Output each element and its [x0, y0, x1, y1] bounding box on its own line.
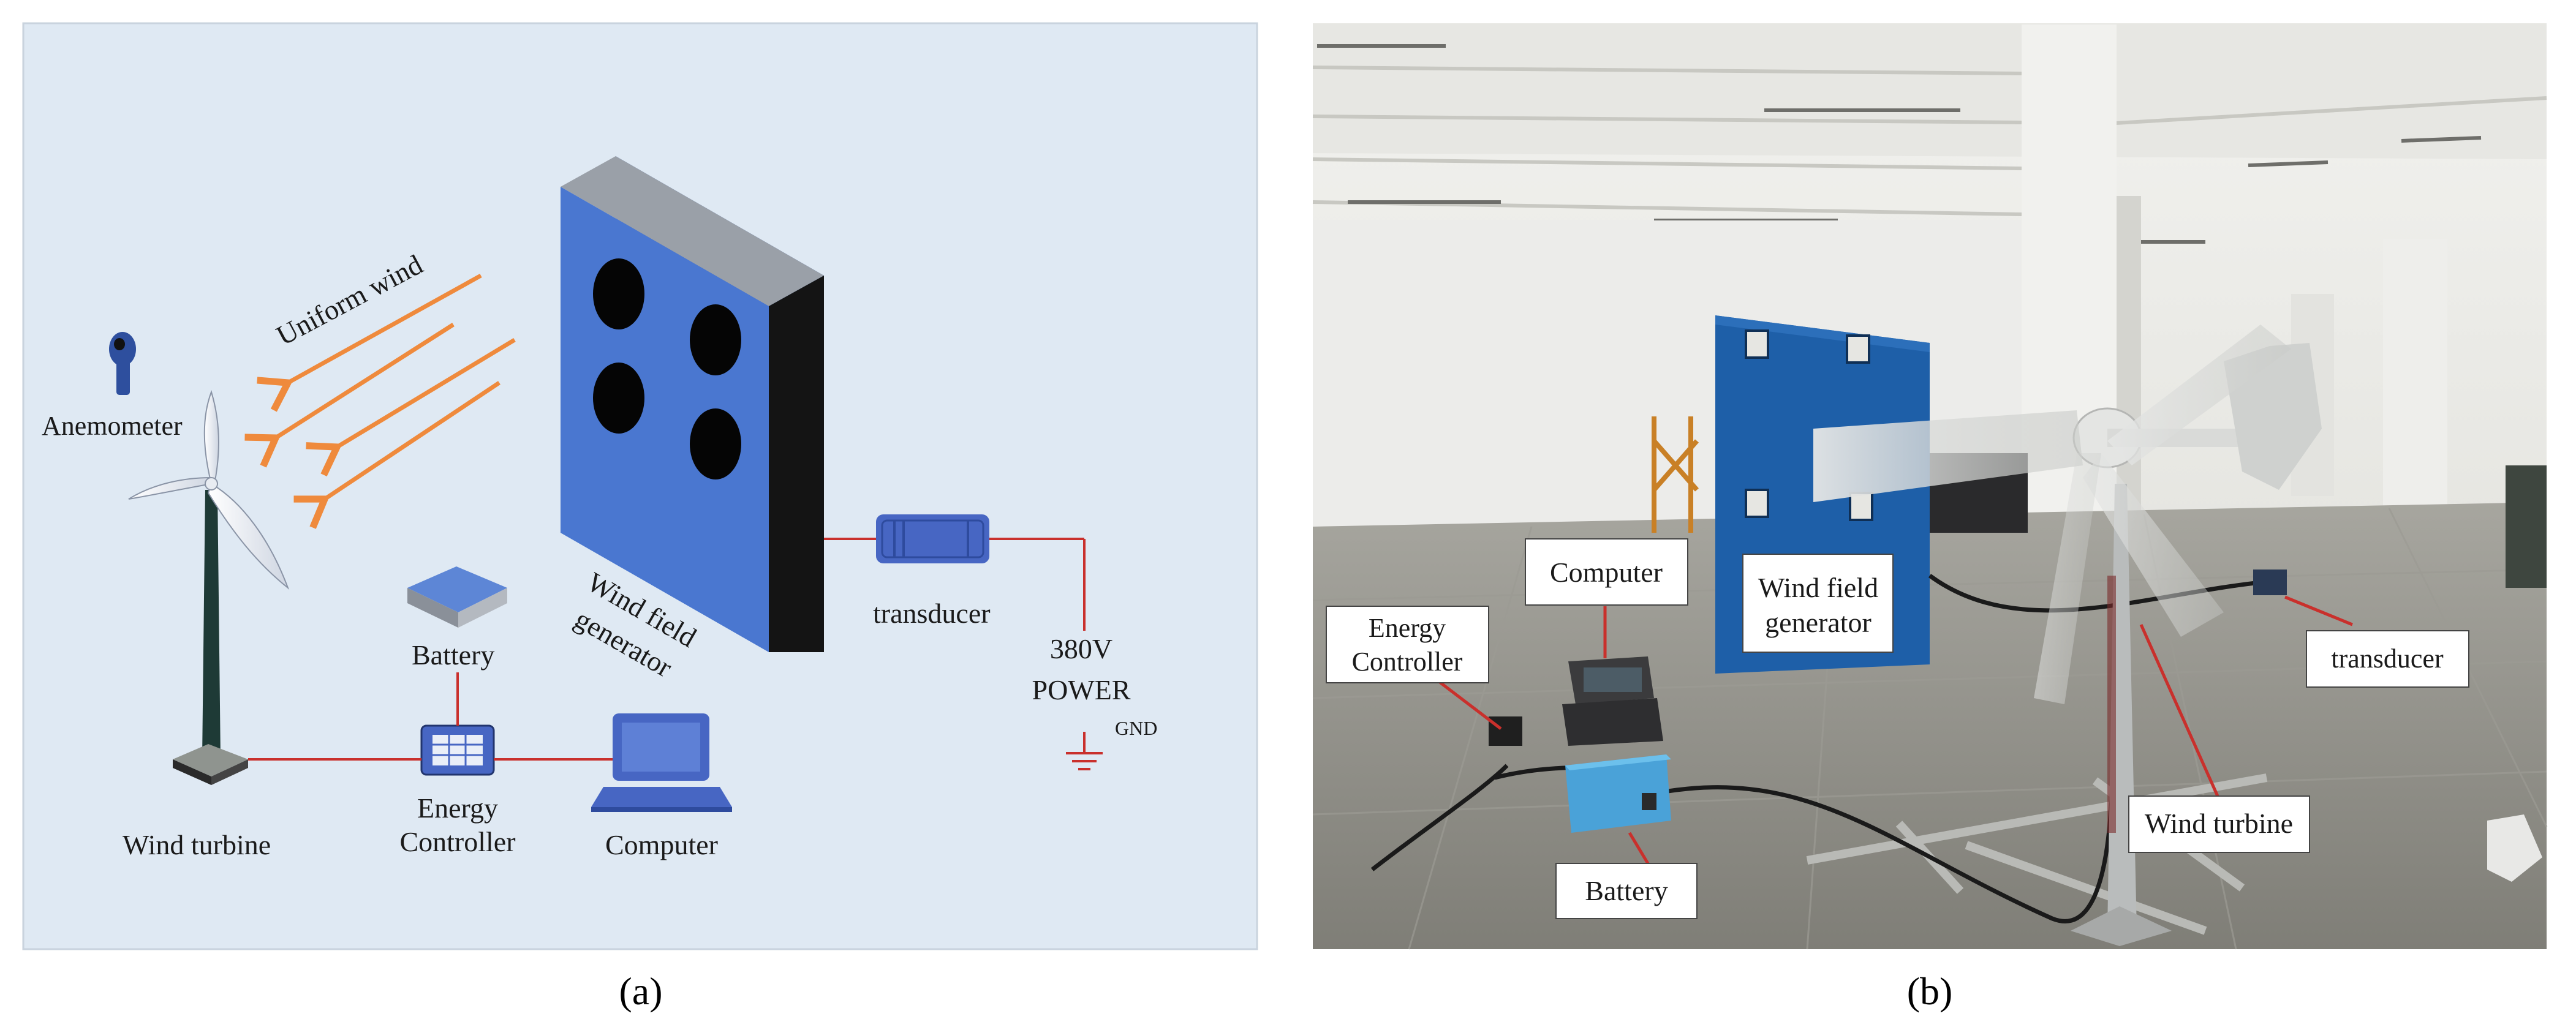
- wiring: [248, 538, 1103, 770]
- computer-icon: [591, 713, 732, 812]
- energy-controller-label-1: Energy: [417, 792, 498, 824]
- photo-label-computer: Computer: [1550, 557, 1663, 588]
- caption-b: (b): [1907, 969, 1953, 1013]
- wind-field-generator: [561, 156, 824, 652]
- transducer-icon: [876, 514, 989, 563]
- photo-label-energy-1: Energy: [1369, 613, 1446, 643]
- photo-label-wfg-1: Wind field: [1758, 572, 1878, 603]
- photo-wind-turbine: [1813, 325, 2322, 946]
- photo-battery: [1565, 754, 1671, 833]
- energy-controller-icon: [420, 724, 495, 776]
- transducer-label: transducer: [873, 598, 991, 629]
- photo-label-wind-turbine: Wind turbine: [2145, 808, 2293, 839]
- photo-labels: Computer Energy Controller Wind field ge…: [1326, 538, 2469, 919]
- photo-label-wfg-2: generator: [1765, 607, 1872, 638]
- photo-energy-controller: [1489, 716, 1522, 746]
- battery-icon: [407, 566, 507, 628]
- panel-a-schematic: Wind field generator Uniform wind Anemom…: [22, 22, 1258, 950]
- photo-label-energy-2: Controller: [1352, 647, 1463, 677]
- energy-controller-label-2: Controller: [399, 826, 515, 857]
- photo-label-transducer: transducer: [2331, 644, 2444, 674]
- uniform-wind-arrows: [244, 273, 516, 529]
- gnd-label: GND: [1115, 717, 1157, 739]
- caption-a: (a): [619, 969, 662, 1013]
- panel-b-photo: Computer Energy Controller Wind field ge…: [1312, 23, 2548, 950]
- power-label-2: POWER: [1032, 674, 1131, 705]
- photo-computer: [1562, 656, 1663, 746]
- wind-turbine-label: Wind turbine: [123, 829, 271, 860]
- anemometer-icon: [109, 332, 136, 395]
- power-label-1: 380V: [1050, 633, 1112, 664]
- wind-turbine-icon: [128, 389, 290, 785]
- battery-label: Battery: [412, 639, 494, 671]
- anemometer-label: Anemometer: [42, 411, 183, 441]
- computer-label: Computer: [605, 829, 718, 860]
- photo-label-battery: Battery: [1585, 875, 1668, 906]
